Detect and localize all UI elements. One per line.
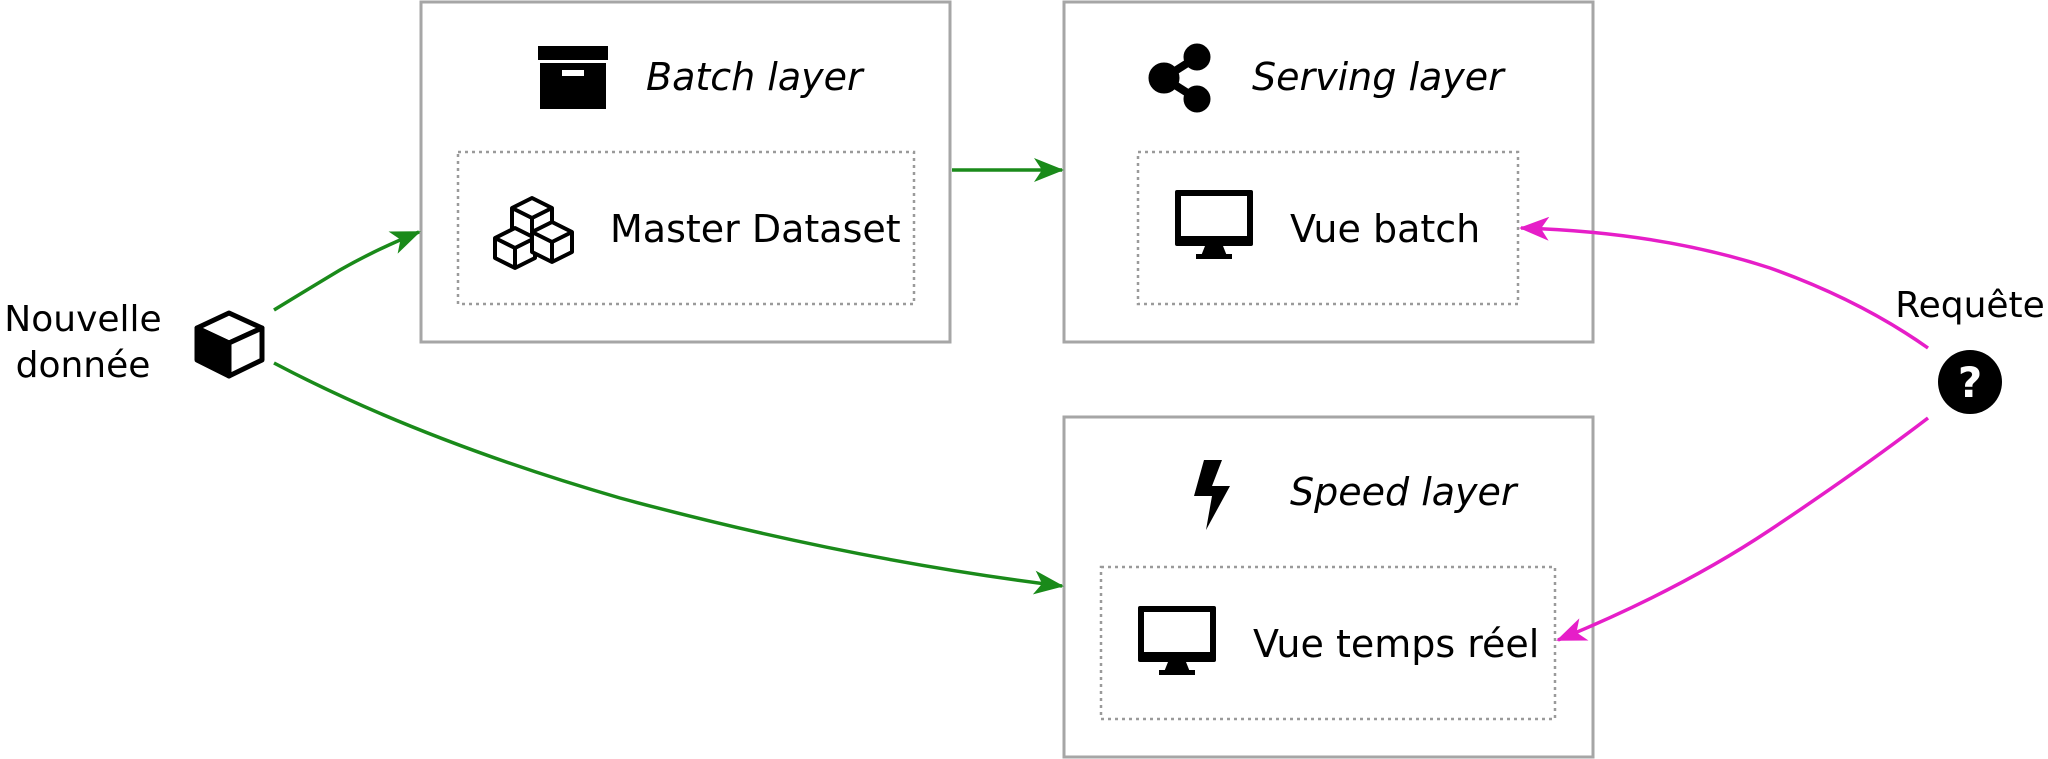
arrow-new-data-to-batch xyxy=(273,230,421,312)
lightning-bolt-icon xyxy=(1194,460,1230,530)
speed-layer-box: Speed layer Vue temps réel xyxy=(1062,415,1595,759)
arrow-new-data-to-speed xyxy=(273,361,1064,595)
query-label: Requête xyxy=(1895,285,2045,326)
vue-temps-reel-box xyxy=(1099,565,1557,721)
vue-batch-label: Vue batch xyxy=(1290,207,1480,251)
new-data-label-line2: donnée xyxy=(16,345,151,386)
query-node: Requête ? xyxy=(1895,285,2045,414)
monitor-icon xyxy=(1138,606,1216,675)
arrow-query-to-vue-temps-reel xyxy=(1556,416,1930,642)
batch-layer-title: Batch layer xyxy=(646,55,865,99)
archive-box-icon xyxy=(538,46,608,109)
cubes-icon xyxy=(493,196,574,270)
monitor-icon xyxy=(1175,190,1253,259)
serving-layer-title: Serving layer xyxy=(1252,55,1506,99)
serving-layer-box: Serving layer Vue batch xyxy=(1062,0,1595,344)
master-dataset-label: Master Dataset xyxy=(610,207,901,251)
arrow-query-to-vue-batch xyxy=(1519,216,1930,350)
cube-icon xyxy=(194,310,265,379)
master-dataset-box xyxy=(456,150,916,306)
new-data-label-line1: Nouvelle xyxy=(4,299,161,340)
vue-batch-box xyxy=(1136,150,1520,306)
speed-layer-title: Speed layer xyxy=(1290,470,1519,514)
new-data-node: Nouvelle donnée xyxy=(4,299,265,386)
svg-text:?: ? xyxy=(1958,358,1982,407)
vue-temps-reel-label: Vue temps réel xyxy=(1253,622,1539,666)
share-icon xyxy=(1148,43,1211,113)
batch-layer-box: Batch layer Master Dataset xyxy=(419,0,952,344)
question-circle-icon: ? xyxy=(1938,350,2002,414)
